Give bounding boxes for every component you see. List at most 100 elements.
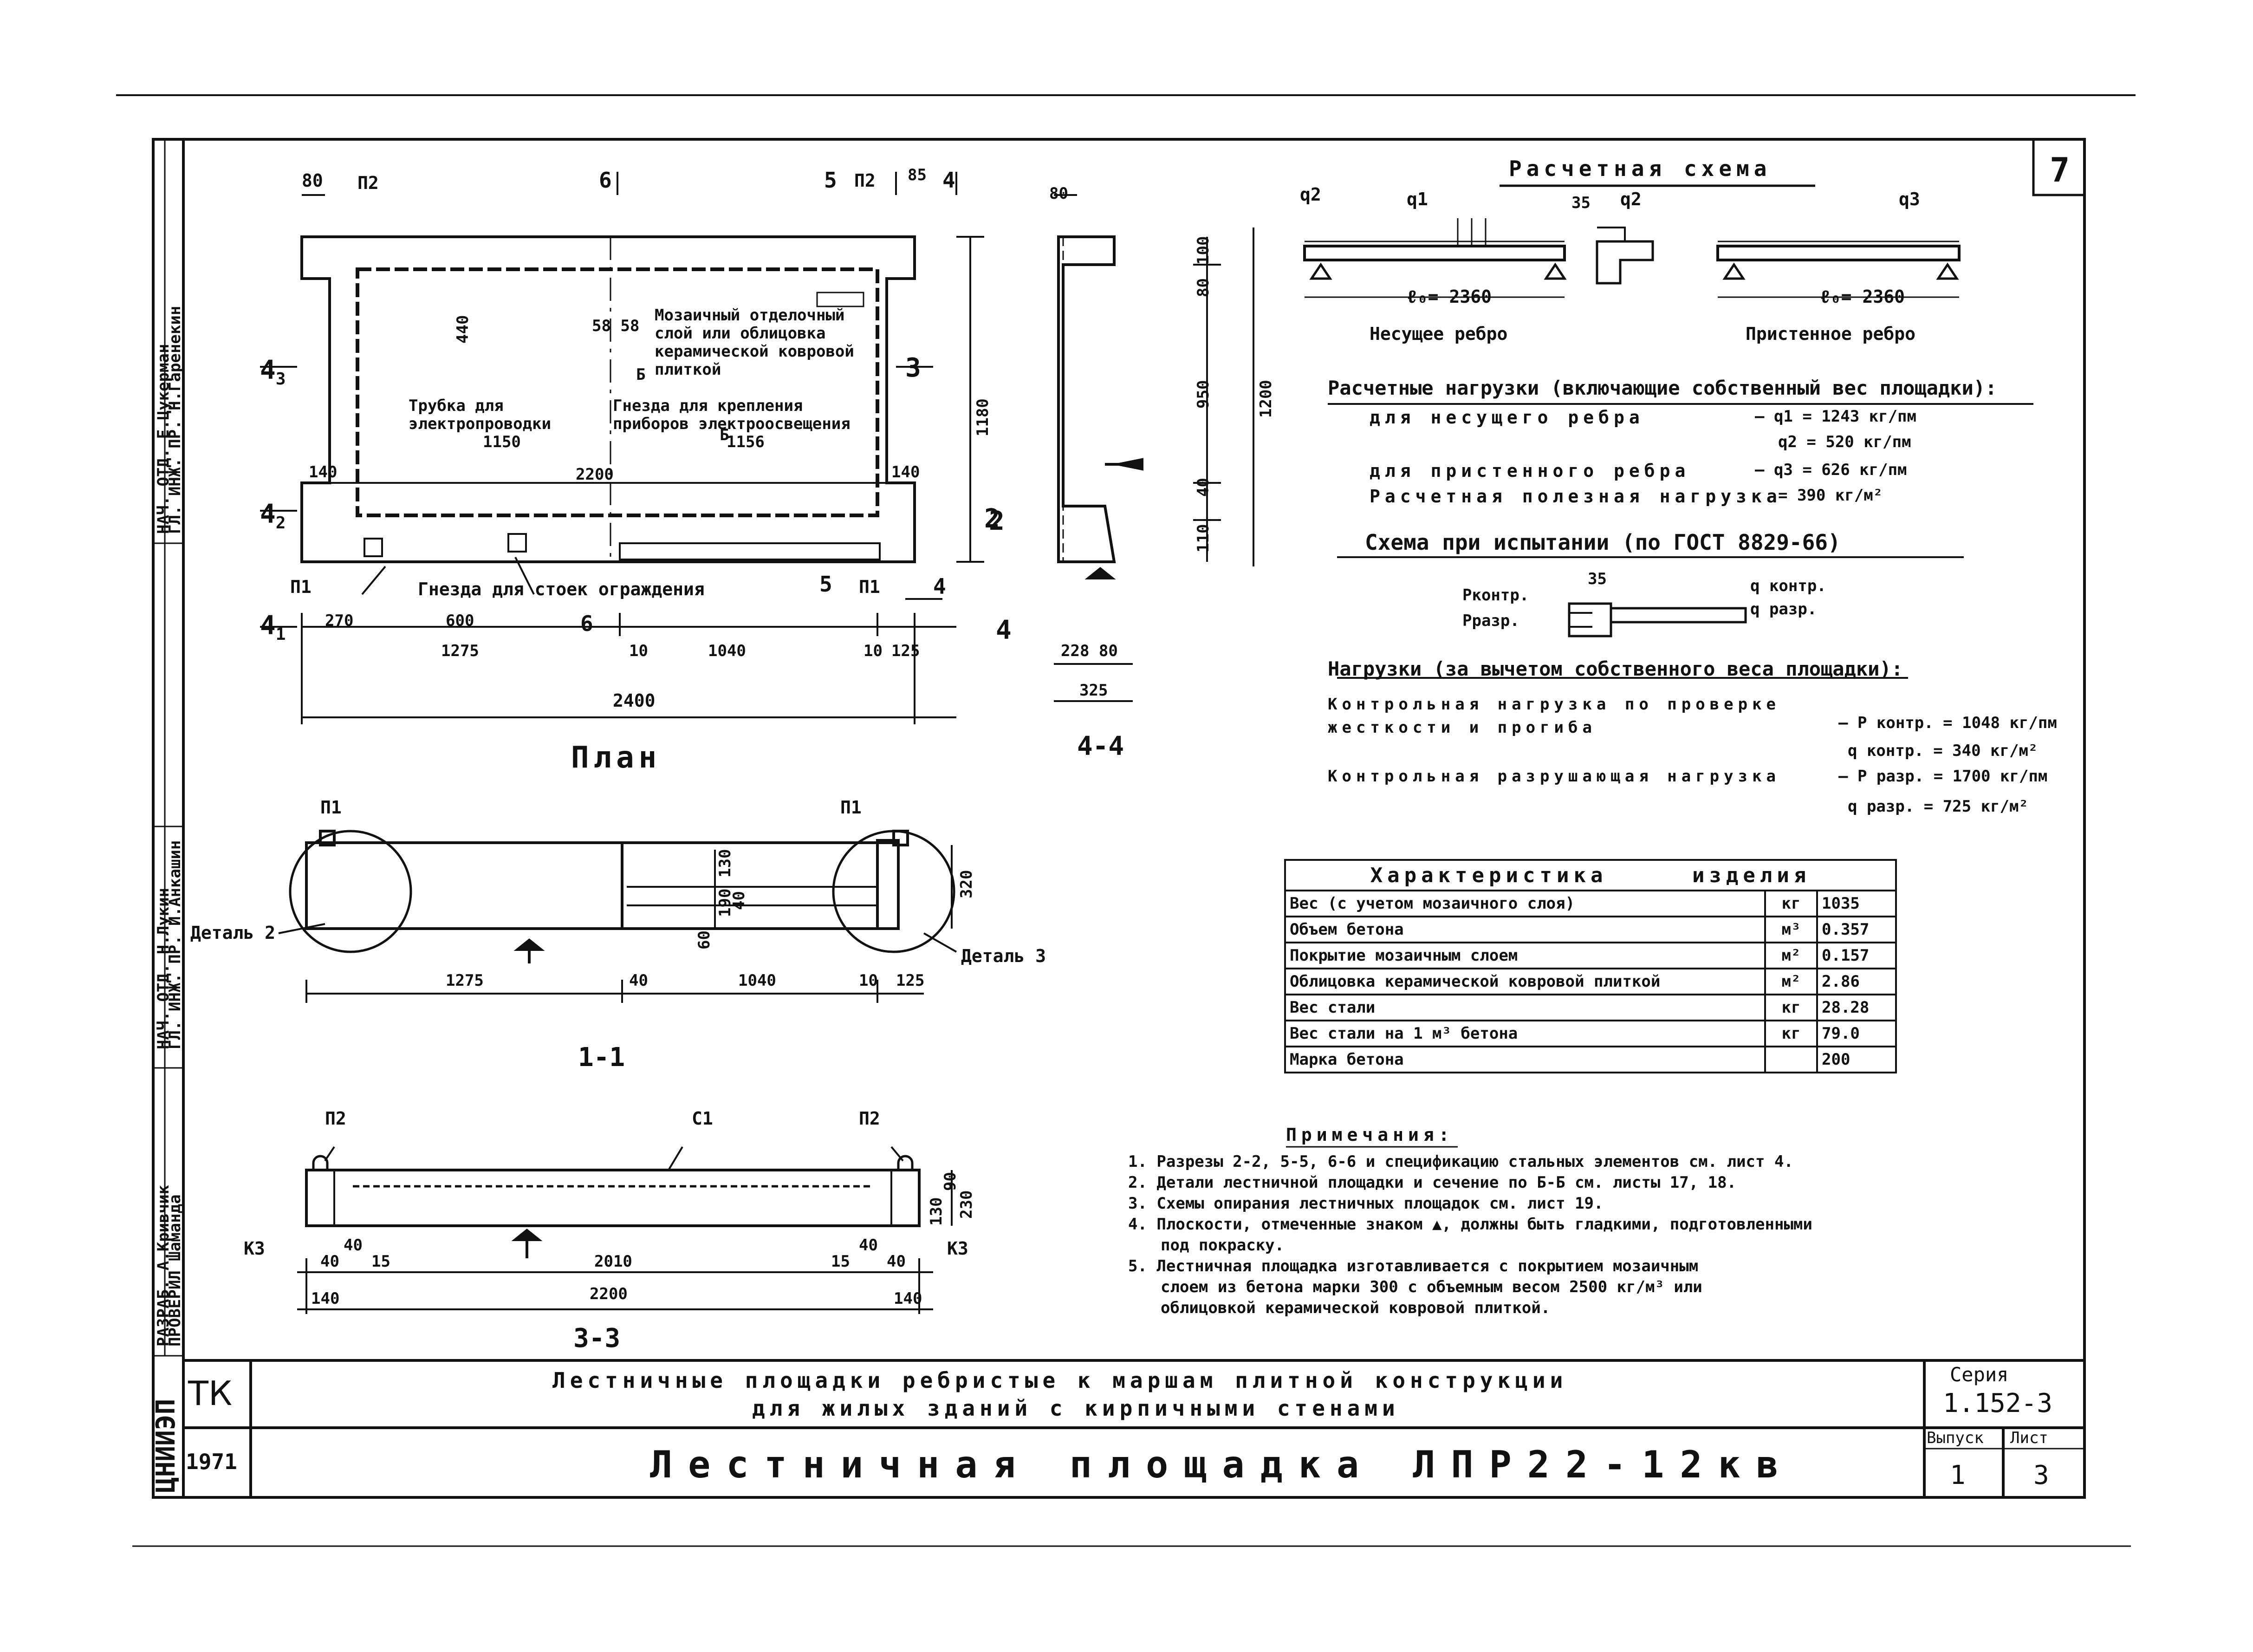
sec11-dim-60: 60 <box>695 930 714 950</box>
test-loads-v2: q контр. = 340 кг/м² <box>1848 741 2038 760</box>
note-5c: облицовкой керамической ковровой плиткой… <box>1161 1299 1551 1317</box>
sec44-dim-100: 100 <box>1194 236 1213 265</box>
sec11-p1-right: П1 <box>840 797 862 818</box>
calc-load-q2a: q2 <box>1300 184 1321 205</box>
sec44-dim-1200: 1200 <box>1257 380 1275 418</box>
notes-title: Примечания: <box>1286 1125 1454 1145</box>
title-series-label: Серия <box>1950 1363 2009 1386</box>
sec44-dim-80: 80 <box>1049 184 1068 203</box>
plan-cut-ref-b1: Б <box>636 365 646 384</box>
sec44-dim-80b: 80 <box>1194 278 1213 297</box>
plan-outline <box>300 235 916 563</box>
calc-scheme <box>1303 184 1961 298</box>
plan-cut-2-right: 2 <box>989 506 1005 536</box>
plan-mosaic-label: Мозаичный отделочный слой или облицовка … <box>655 306 854 379</box>
note-3: 3. Схемы опирания лестничных площадок см… <box>1128 1194 1604 1213</box>
plan-dim-270: 270 <box>325 611 354 630</box>
test-title: Схема при испытании (по ГОСТ 8829-66) <box>1365 530 1841 555</box>
sec33-dim-2200: 2200 <box>590 1285 628 1303</box>
title-sheet: 3 <box>2033 1460 2049 1490</box>
section-33-dims <box>297 1146 953 1314</box>
sec33-dim-40b: 40 <box>320 1252 339 1271</box>
loads-line-3: Расчетная полезная нагрузка <box>1370 486 1782 507</box>
note-1: 1. Разрезы 2-2, 5-5, 6-6 и спецификацию … <box>1128 1152 1793 1171</box>
plan-cut-1-left: 41 <box>260 611 286 644</box>
sec11-dim-125: 125 <box>896 971 925 990</box>
plan-dim-1156: 1156 <box>727 433 765 451</box>
plan-cut-5-top: 5 <box>824 168 837 193</box>
plan-dim-10-left: 10 <box>629 642 648 660</box>
test-loads-v1: – P контр. = 1048 кг/пм <box>1838 714 2057 732</box>
sec44-dim-950: 950 <box>1194 380 1213 409</box>
plan-dim-1040: 1040 <box>708 642 746 660</box>
plan-dim-80: 80 <box>302 170 323 191</box>
plan-dim-440: 440 <box>454 315 472 344</box>
sec33-dim-15a: 15 <box>371 1252 390 1271</box>
note-2: 2. Детали лестничной площадки и сечение … <box>1128 1173 1737 1192</box>
note-5b: слоем из бетона марки 300 с объемным вес… <box>1161 1278 1702 1296</box>
plan-dim-1180: 1180 <box>974 398 992 436</box>
plan-dim-85: 85 <box>908 166 927 184</box>
section-33-outline <box>305 1155 921 1258</box>
sec33-caption: 3-3 <box>573 1323 621 1353</box>
sec11-dim-320: 320 <box>957 870 976 898</box>
loads-q3: – q3 = 626 кг/пм <box>1755 461 1907 479</box>
plan-cut-4-bottom: 4 <box>933 574 946 599</box>
plan-pos-p1-left: П1 <box>290 577 312 597</box>
characteristics-table: Характеристика изделия Вес (с учетом моз… <box>1284 859 1897 1073</box>
sec11-p1-left: П1 <box>320 797 342 818</box>
plan-cut-3-left: 43 <box>260 355 286 389</box>
title-issue: 1 <box>1950 1460 1966 1490</box>
sec33-dim-2010: 2010 <box>594 1252 632 1271</box>
plan-dim-125: 125 <box>891 642 920 660</box>
test-p-contr: Pконтр. <box>1462 586 1529 605</box>
sec44-dim-228: 228 80 <box>1061 642 1118 660</box>
plan-dim-1275: 1275 <box>441 642 479 660</box>
section-44-dims <box>1054 194 1254 702</box>
test-loads-l1: Контрольная нагрузка по проверке <box>1328 695 1781 714</box>
frame-border <box>152 138 2086 1499</box>
table-header-row: Характеристика изделия <box>1284 859 1897 891</box>
plan-dim-10-right: 10 <box>864 642 883 660</box>
stamp-row-2: ГЛ. ИНЖ. ПР. Н.Гаренекин <box>166 306 184 534</box>
section-44-outline <box>1057 235 1143 579</box>
loads-q2: q2 = 520 кг/пм <box>1778 433 1911 451</box>
sec11-dim-10: 10 <box>859 971 878 990</box>
plan-pipe-label: Трубка для электропроводки <box>409 397 552 434</box>
calc-load-q3: q3 <box>1899 189 1920 209</box>
test-loads-title: Нагрузки (за вычетом собственного веса п… <box>1328 657 1903 680</box>
plan-pos-p1-right: П1 <box>859 577 880 597</box>
test-loads-v4: q разр. = 725 кг/м² <box>1848 797 2028 816</box>
calc-caption-1: Несущее ребро <box>1370 324 1508 344</box>
plan-cut-2-left: 42 <box>260 499 286 533</box>
sec33-k3-right: К3 <box>947 1238 968 1259</box>
plan-nest-fix-label: Гнезда для крепления приборов электроосв… <box>613 397 851 434</box>
plan-dim-58: 58 58 <box>592 317 640 335</box>
plan-dim-2200: 2200 <box>576 465 614 484</box>
sec11-caption: 1-1 <box>578 1042 625 1073</box>
note-4: 4. Плоскости, отмеченные знаком ▲, должн… <box>1128 1215 1812 1234</box>
test-loads-l2: жесткости и прогиба <box>1328 718 1597 737</box>
note-5: 5. Лестничная площадка изготавливается с… <box>1128 1257 1699 1275</box>
sec11-dim-40: 40 <box>629 971 648 990</box>
sec11-dim-1040: 1040 <box>738 971 776 990</box>
stamp-row-4: ГЛ. ИНЖ. ПР. И.Анкашин <box>166 840 184 1049</box>
sec44-dim-110: 110 <box>1194 524 1213 553</box>
plan-dim-140-left: 140 <box>309 463 338 481</box>
sec33-p2-left: П2 <box>325 1108 346 1129</box>
sec44-cut-mark-2: 2 <box>984 504 1000 534</box>
sec11-dim-40b: 40 <box>730 891 748 910</box>
loads-q1: – q1 = 1243 кг/пм <box>1755 407 1916 426</box>
title-year: 1971 <box>186 1449 237 1474</box>
sec33-dim-230: 230 <box>957 1190 976 1219</box>
loads-p: = 390 кг/м² <box>1778 486 1883 505</box>
sheet-number-box <box>2032 139 2084 196</box>
title-code: ТК <box>188 1374 233 1413</box>
